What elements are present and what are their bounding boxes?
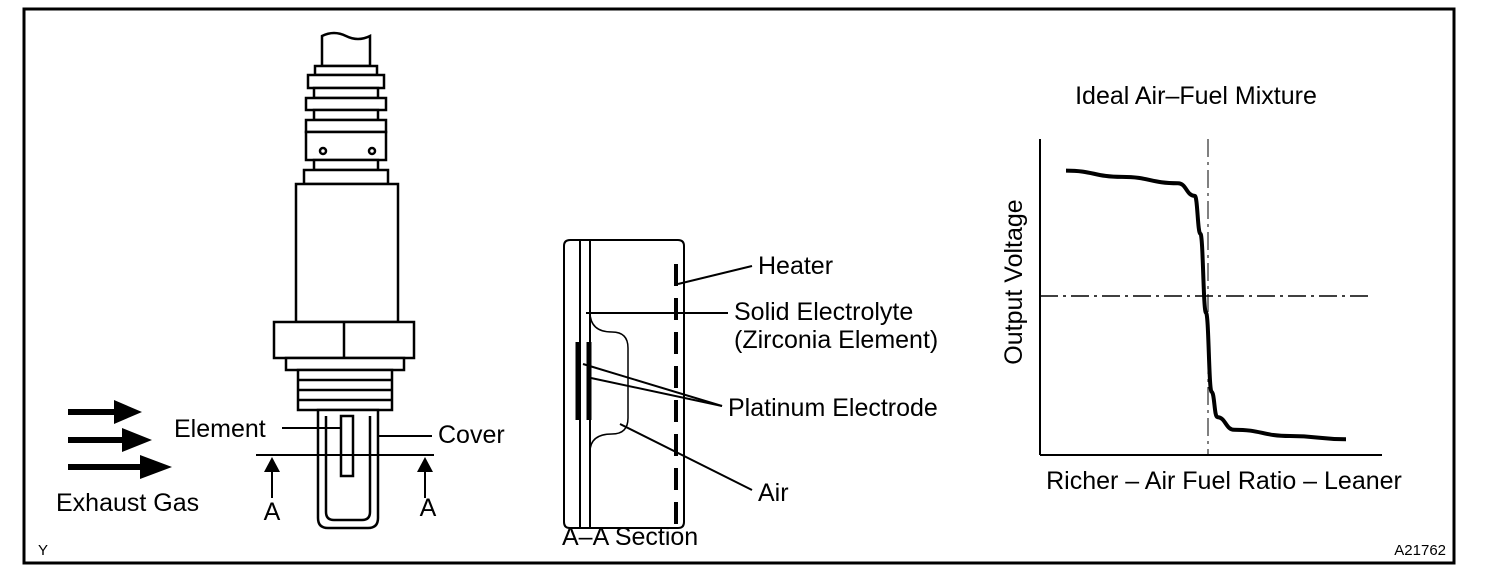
electrolyte-label: Solid Electrolyte bbox=[734, 298, 913, 326]
electrolyte-sub-label: (Zirconia Element) bbox=[734, 326, 938, 354]
y-axis-label: Output Voltage bbox=[1000, 199, 1028, 364]
sensor-vent-hole bbox=[367, 146, 377, 156]
voltage-chart: Ideal Air–Fuel Mixture Output Voltage Ri… bbox=[1000, 82, 1402, 495]
cover-label: Cover bbox=[438, 421, 505, 449]
sensor-boot-rib bbox=[304, 96, 388, 112]
electrode-leader-inner bbox=[590, 377, 723, 407]
exhaust-gas-label: Exhaust Gas bbox=[56, 489, 199, 517]
sensor-cable bbox=[320, 31, 372, 68]
sensor-boot-rib bbox=[312, 108, 380, 122]
sensor-boot-rib bbox=[312, 158, 380, 172]
sensor-drawing bbox=[272, 31, 416, 530]
section-mark-left: A bbox=[264, 498, 281, 526]
sensor-cover-inner bbox=[324, 416, 372, 522]
air-channel bbox=[589, 311, 629, 453]
chart-title: Ideal Air–Fuel Mixture bbox=[1075, 82, 1317, 110]
electrode-leader-outer bbox=[582, 363, 723, 407]
sensor-boot-rib bbox=[304, 118, 388, 134]
element-label: Element bbox=[174, 415, 266, 443]
output-voltage-curve bbox=[1065, 168, 1347, 442]
sensor-boot-rib bbox=[312, 86, 380, 100]
sensor-boot-rib bbox=[302, 168, 390, 186]
section-title: A–A Section bbox=[562, 523, 698, 551]
air-label: Air bbox=[758, 479, 789, 507]
sensor-shell bbox=[294, 182, 400, 324]
section-arrow-right bbox=[417, 457, 433, 498]
section-mark-right: A bbox=[420, 494, 437, 522]
heater-leader bbox=[677, 265, 753, 285]
cross-section-drawing bbox=[563, 239, 685, 529]
sensor-washer bbox=[284, 356, 406, 372]
sensor-cap-collar bbox=[306, 73, 386, 90]
x-axis-label: Richer – Air Fuel Ratio – Leaner bbox=[1046, 467, 1402, 495]
sensor-boot-band bbox=[304, 130, 388, 162]
section-arrow-left bbox=[264, 457, 280, 498]
electrode-label: Platinum Electrode bbox=[728, 394, 938, 422]
figure-id: A21762 bbox=[1394, 542, 1446, 559]
sensor-vent-hole bbox=[318, 146, 328, 156]
corner-mark: Y bbox=[38, 542, 48, 559]
section-housing bbox=[563, 239, 685, 529]
figure-frame bbox=[22, 7, 1456, 565]
heater-label: Heater bbox=[758, 252, 833, 280]
air-leader bbox=[619, 423, 753, 491]
exhaust-flow-arrows bbox=[68, 400, 172, 479]
sensor-cap-ring bbox=[313, 64, 379, 77]
sensor-element bbox=[339, 414, 355, 478]
